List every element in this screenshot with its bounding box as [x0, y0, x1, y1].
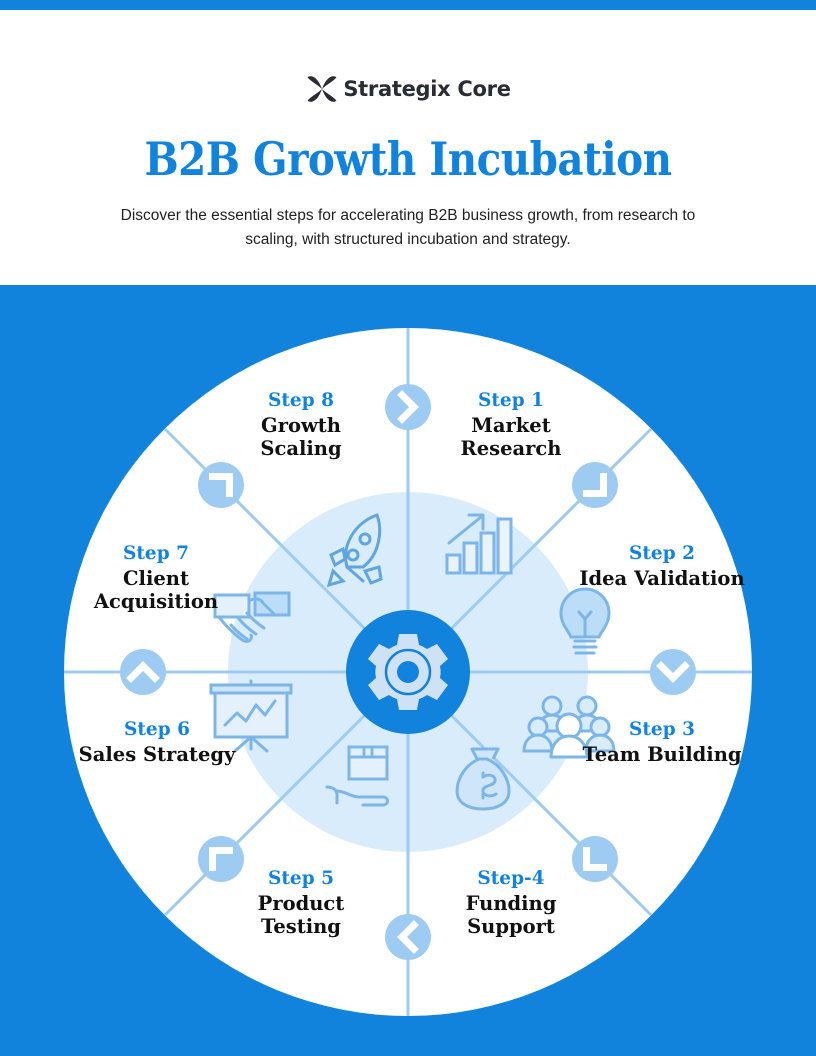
- marker-step-4[interactable]: [572, 836, 618, 882]
- step-label-6: Step 6 Sales Strategy: [71, 719, 243, 766]
- step-number-5: Step 5: [268, 868, 334, 889]
- step-label-2: Step 2 Idea Validation: [577, 543, 747, 590]
- marker-step-7[interactable]: [120, 649, 166, 695]
- step-label-3: Step 3 Team Building: [577, 719, 747, 766]
- page-subtitle: Discover the essential steps for acceler…: [120, 207, 696, 249]
- header-section: Strategix Core B2B Growth Incubation Dis…: [0, 10, 816, 285]
- four-petal-x-mark-icon: [307, 76, 337, 102]
- bar-chart-growth-icon: [445, 513, 513, 575]
- step-name-7: Client Acquisition: [93, 566, 219, 613]
- marker-step-2[interactable]: [572, 462, 618, 508]
- marker-step-6[interactable]: [198, 836, 244, 882]
- step-name-5: Product Testing: [257, 891, 345, 938]
- brand-logo: Strategix Core: [0, 72, 816, 106]
- step-label-4: Step-4 Funding Support: [431, 868, 591, 938]
- page-title: B2B Growth Incubation: [144, 132, 672, 186]
- marker-step-5[interactable]: [385, 914, 431, 960]
- people-group-icon: [522, 695, 616, 759]
- presentation-chart-icon: [209, 679, 293, 753]
- step-name-8: Growth Scaling: [260, 413, 342, 460]
- step-name-3: Team Building: [582, 742, 742, 766]
- marker-step-1[interactable]: [385, 384, 431, 430]
- step-number-7: Step 7: [123, 543, 189, 564]
- step-name-6: Sales Strategy: [78, 742, 236, 766]
- marker-step-3[interactable]: [650, 649, 696, 695]
- growth-wheel-diagram: [61, 325, 755, 1019]
- bottom-accent-bar: [0, 1046, 816, 1056]
- top-accent-bar: [0, 0, 816, 10]
- step-label-5: Step 5 Product Testing: [221, 868, 381, 938]
- marker-step-8[interactable]: [198, 462, 244, 508]
- rocket-icon: [326, 513, 383, 588]
- step-name-4: Funding Support: [465, 891, 557, 938]
- gear-icon: [368, 634, 448, 710]
- step-number-2: Step 2: [629, 543, 695, 564]
- brand-name: Strategix Core: [343, 76, 511, 101]
- money-bag-icon: [455, 747, 511, 811]
- step-name-1: Market Research: [460, 413, 562, 460]
- step-label-7: Step 7 Client Acquisition: [66, 543, 246, 613]
- hand-package-icon: [325, 745, 389, 807]
- lightbulb-icon: [559, 587, 611, 655]
- step-number-1: Step 1: [478, 390, 544, 411]
- step-label-1: Step 1 Market Research: [431, 390, 591, 460]
- step-number-8: Step 8: [268, 390, 334, 411]
- handshake-icon: [213, 591, 291, 643]
- step-label-8: Step 8 Growth Scaling: [221, 390, 381, 460]
- step-number-4: Step-4: [477, 868, 545, 889]
- step-number-6: Step 6: [124, 719, 190, 740]
- step-number-3: Step 3: [629, 719, 695, 740]
- step-name-2: Idea Validation: [579, 566, 745, 590]
